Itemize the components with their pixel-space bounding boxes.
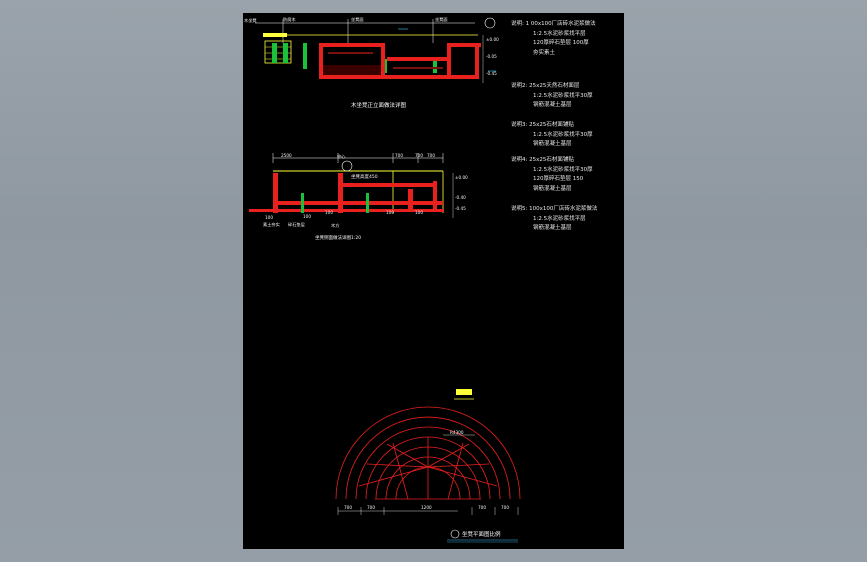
note-4-line-4: 钢筋混凝土基层 xyxy=(533,184,572,192)
svg-text:碎石垫层: 碎石垫层 xyxy=(288,221,305,228)
svg-text:100: 100 xyxy=(415,210,423,215)
svg-text:100: 100 xyxy=(325,210,333,215)
note-4-line-2: 1:2.5水泥砂浆找平30厚 xyxy=(533,165,593,173)
plan-title: 坐凳平面图比例 xyxy=(462,530,501,538)
dim-label-1: 2500 xyxy=(281,153,292,158)
center-mark-label: 中心 xyxy=(337,153,346,160)
plan-dim-1: 700 xyxy=(344,505,352,510)
plan-title-block xyxy=(447,529,518,543)
svg-text:坐凳面: 坐凳面 xyxy=(435,16,448,23)
note-2-line-1: 说明2: 25x25天然石材面层 xyxy=(511,81,580,89)
note-3-line-3: 钢筋混凝土基层 xyxy=(533,139,572,147)
plan-dim-2: 700 xyxy=(367,505,375,510)
note-2-line-2: 1:2.5水泥砂浆找平30厚 xyxy=(533,91,593,99)
plan-dims xyxy=(337,434,519,515)
note-1-line-1: 说明: 1 00x100厂店砖水泥浆做法 xyxy=(511,19,596,27)
svg-text:木坐凳: 木坐凳 xyxy=(244,17,257,24)
svg-text:-0.45: -0.45 xyxy=(455,206,466,211)
svg-text:坐凳面: 坐凳面 xyxy=(351,16,364,23)
note-3-line-1: 说明3: 25x25石材面铺贴 xyxy=(511,120,574,128)
section-2-drawing: ±0.00 -0.40 -0.45 100 100 100 100 100 素土… xyxy=(249,153,468,229)
section-2-title: 坐凳侧面做法详图1:20 xyxy=(315,234,361,241)
svg-text:±0.00: ±0.00 xyxy=(486,37,499,42)
plan-dim-5: 700 xyxy=(501,505,509,510)
svg-text:100: 100 xyxy=(265,215,273,220)
note-1-line-3: 120厚碎石垫层 100厚 xyxy=(533,38,589,46)
plan-drawing xyxy=(335,406,521,500)
note-4-line-3: 120厚碎石垫层 150 xyxy=(533,174,584,182)
note-5-line-1: 说明5: 100x100厂店砖水泥浆做法 xyxy=(511,204,598,212)
note-3-line-2: 1:2.5水泥砂浆找平30厚 xyxy=(533,130,593,138)
svg-text:100: 100 xyxy=(386,210,394,215)
svg-text:-0.05: -0.05 xyxy=(486,54,497,59)
svg-text:木方: 木方 xyxy=(331,222,339,229)
note-5-line-2: 1:2.5水泥砂浆找平层 xyxy=(533,214,586,222)
section-1-title: 木坐凳正立面做法详图 xyxy=(351,101,407,109)
notes-block: 说明: 1 00x100厂店砖水泥浆做法 1:2.5水泥砂浆找平层 120厚碎石… xyxy=(511,19,598,231)
note-2-line-3: 钢筋混凝土基层 xyxy=(533,100,572,108)
dim-label-4: 700 xyxy=(427,153,435,158)
note-4-line-1: 说明4: 25x25石材面铺贴 xyxy=(511,155,574,163)
note-5-line-3: 钢筋混凝土基层 xyxy=(533,223,572,231)
plan-dim-4: 700 xyxy=(478,505,486,510)
drawing-canvas: ±0.00 -0.05 -0.45 木坐凳 防腐木 坐凳面 坐凳面 木坐凳正立面… xyxy=(244,16,598,543)
dim-label-2: 700 xyxy=(395,153,403,158)
section-1-drawing: ±0.00 -0.05 -0.45 木坐凳 防腐木 坐凳面 坐凳面 xyxy=(244,16,499,83)
note-1-line-4: 夯实素土 xyxy=(533,48,556,56)
svg-text:素土夯实: 素土夯实 xyxy=(263,221,280,228)
drawing-sheet: ±0.00 -0.05 -0.45 木坐凳 防腐木 坐凳面 坐凳面 木坐凳正立面… xyxy=(243,13,624,549)
dim-label-3: 700 xyxy=(415,153,423,158)
index-symbol xyxy=(454,389,474,400)
svg-text:防腐木: 防腐木 xyxy=(283,16,296,23)
svg-text:-0.40: -0.40 xyxy=(455,195,466,200)
note-1-line-2: 1:2.5水泥砂浆找平层 xyxy=(533,29,586,37)
plan-dim-3: 1200 xyxy=(421,505,432,510)
svg-text:±0.00: ±0.00 xyxy=(455,175,468,180)
radius-label: R4300 xyxy=(450,430,464,435)
callout-note: 坐凳高度450 xyxy=(351,173,378,180)
svg-text:-0.45: -0.45 xyxy=(486,71,497,76)
svg-text:100: 100 xyxy=(303,214,311,219)
